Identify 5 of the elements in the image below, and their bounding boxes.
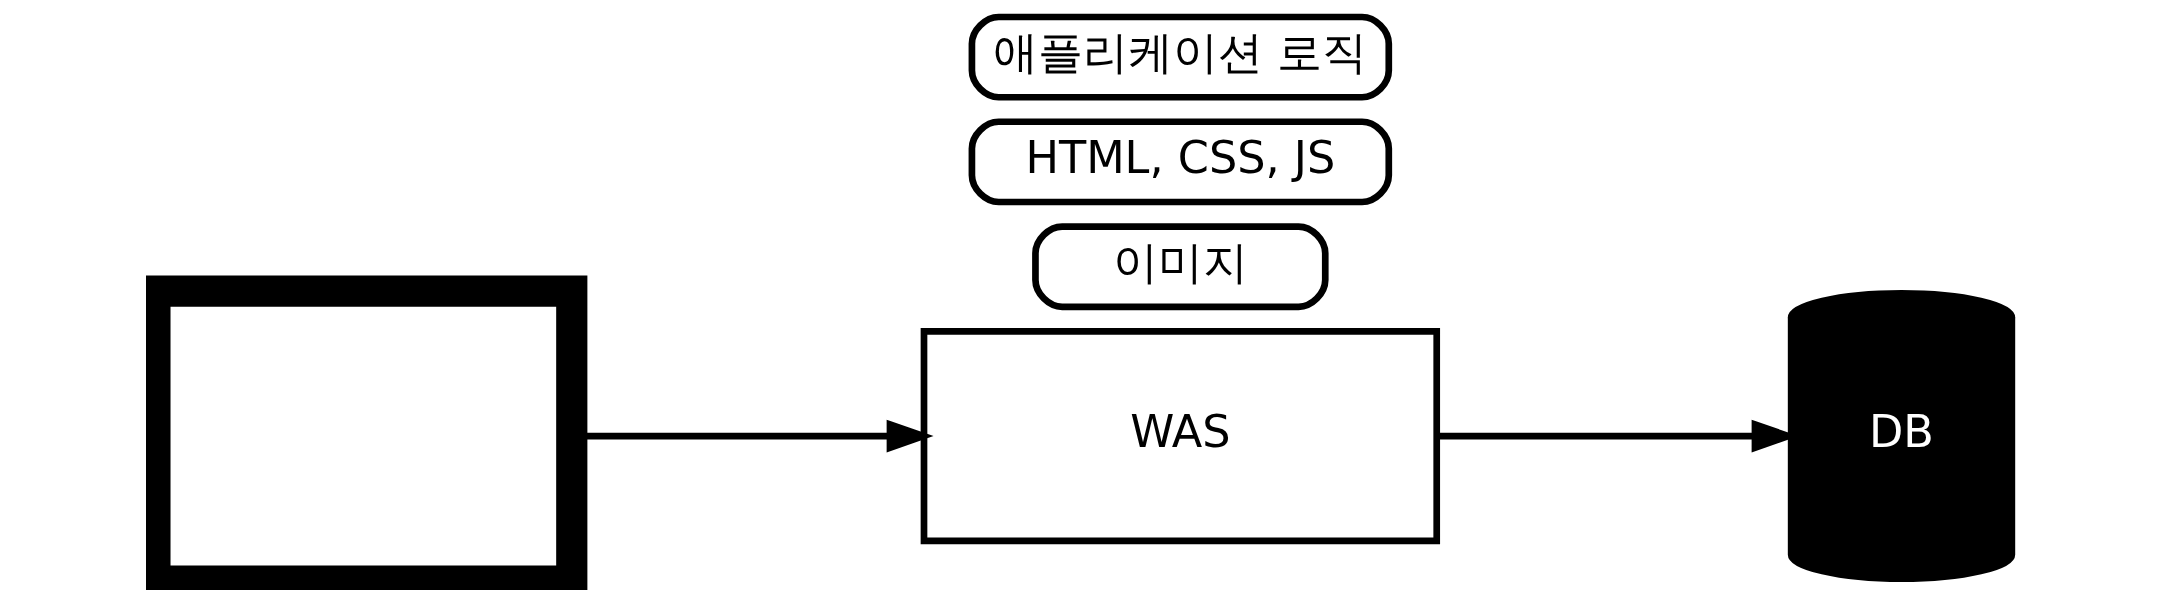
node-box: HTML, CSS, JS [968, 118, 1392, 206]
node-box: 이미지 [1031, 223, 1329, 311]
node-box: WAS [920, 327, 1440, 545]
node-box: 애플리케이션 로직 [968, 13, 1392, 101]
node-box [145, 275, 587, 590]
